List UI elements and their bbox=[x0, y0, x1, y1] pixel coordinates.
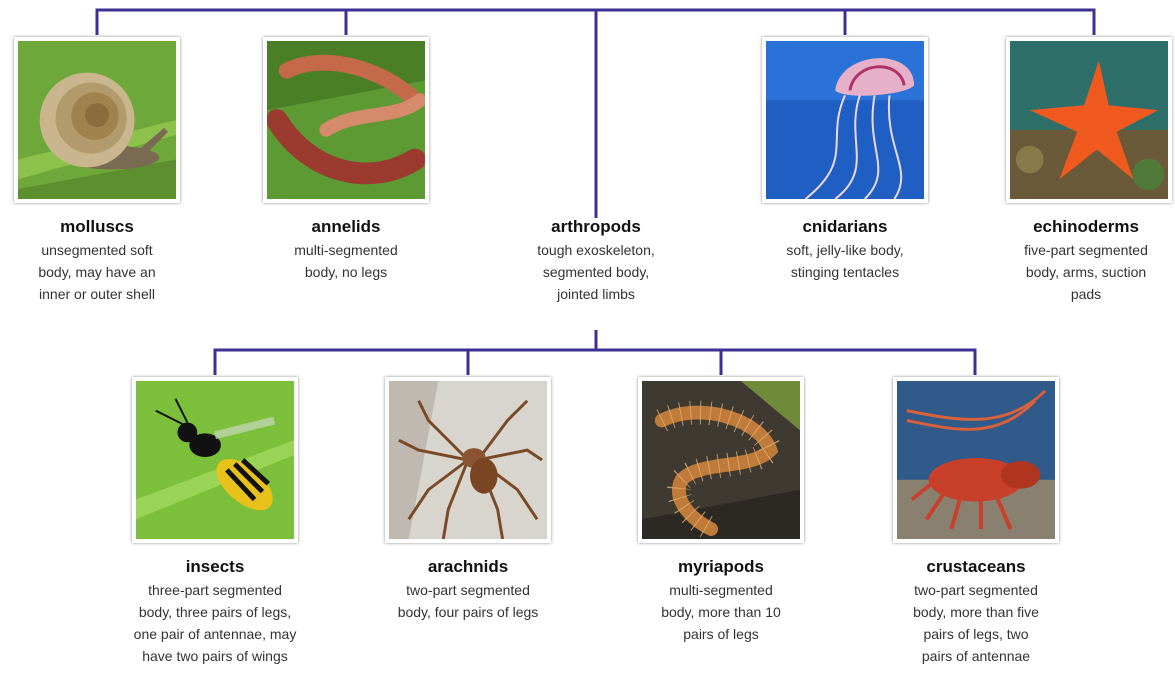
insects-photo bbox=[132, 377, 298, 543]
centipede-icon bbox=[642, 381, 800, 539]
echinoderms-description: five-part segmented body, arms, suction … bbox=[996, 239, 1175, 305]
crustaceans-photo bbox=[893, 377, 1059, 543]
node-molluscs: molluscs unsegmented soft body, may have… bbox=[0, 37, 196, 305]
node-annelids: annelids multi-segmented body, no legs bbox=[247, 37, 445, 283]
echinoderms-photo bbox=[1006, 37, 1172, 203]
crustaceans-description: two-part segmented body, more than five … bbox=[871, 579, 1081, 667]
molluscs-photo bbox=[14, 37, 180, 203]
arachnids-description: two-part segmented body, four pairs of l… bbox=[358, 579, 578, 623]
insects-description: three-part segmented body, three pairs o… bbox=[106, 579, 324, 667]
myriapods-description: multi-segmented body, more than 10 pairs… bbox=[621, 579, 821, 645]
node-insects: insects three-part segmented body, three… bbox=[106, 377, 324, 667]
lobster-icon bbox=[897, 381, 1055, 539]
echinoderms-title: echinoderms bbox=[996, 217, 1175, 237]
node-arthropods: arthropods tough exoskeleton, segmented … bbox=[496, 203, 696, 305]
jellyfish-icon bbox=[766, 41, 924, 199]
annelids-photo bbox=[263, 37, 429, 203]
earthworm-icon bbox=[267, 41, 425, 199]
node-echinoderms: echinoderms five-part segmented body, ar… bbox=[996, 37, 1175, 305]
node-arachnids: arachnids two-part segmented body, four … bbox=[358, 377, 578, 623]
arthropods-description: tough exoskeleton, segmented body, joint… bbox=[496, 239, 696, 305]
myriapods-title: myriapods bbox=[621, 557, 821, 577]
cnidarians-description: soft, jelly-like body, stinging tentacle… bbox=[746, 239, 944, 283]
snail-icon bbox=[18, 41, 176, 199]
starfish-icon bbox=[1010, 41, 1168, 199]
annelids-description: multi-segmented body, no legs bbox=[247, 239, 445, 283]
node-crustaceans: crustaceans two-part segmented body, mor… bbox=[871, 377, 1081, 667]
crustaceans-title: crustaceans bbox=[871, 557, 1081, 577]
spider-icon bbox=[389, 381, 547, 539]
molluscs-title: molluscs bbox=[0, 217, 196, 237]
bottom-bracket-line bbox=[215, 350, 975, 375]
arachnids-title: arachnids bbox=[358, 557, 578, 577]
molluscs-description: unsegmented soft body, may have an inner… bbox=[0, 239, 196, 305]
node-cnidarians: cnidarians soft, jelly-like body, stingi… bbox=[746, 37, 944, 283]
cnidarians-photo bbox=[762, 37, 928, 203]
cnidarians-title: cnidarians bbox=[746, 217, 944, 237]
node-myriapods: myriapods multi-segmented body, more tha… bbox=[621, 377, 821, 645]
wasp-icon bbox=[136, 381, 294, 539]
insects-title: insects bbox=[106, 557, 324, 577]
arthropods-title: arthropods bbox=[496, 217, 696, 237]
myriapods-photo bbox=[638, 377, 804, 543]
arachnids-photo bbox=[385, 377, 551, 543]
annelids-title: annelids bbox=[247, 217, 445, 237]
